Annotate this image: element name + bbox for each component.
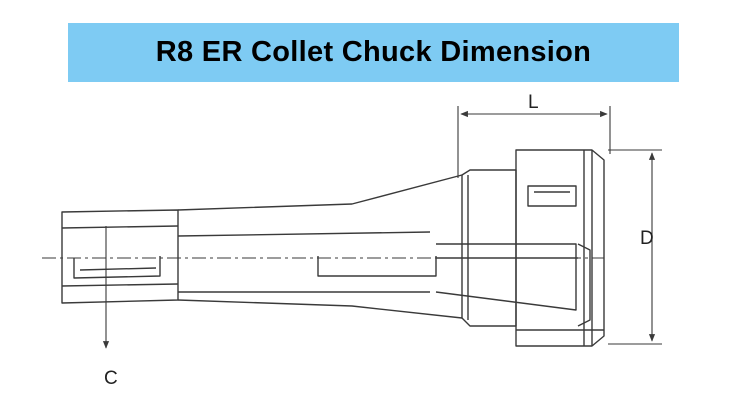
flange	[461, 169, 517, 327]
nut-slot	[527, 185, 577, 207]
shank-keyway	[73, 256, 161, 279]
taper-inner-top	[177, 231, 431, 237]
dimension-diameter	[608, 149, 662, 345]
nut-body	[515, 149, 605, 347]
length-label: L	[528, 92, 539, 113]
taper-body	[177, 174, 463, 319]
keyway-inner	[79, 267, 157, 271]
title-banner: R8 ER Collet Chuck Dimension	[68, 23, 679, 82]
outline	[42, 149, 605, 347]
shank-inner-top	[61, 225, 179, 229]
nut-front-face	[577, 243, 591, 327]
front-cone-bore	[435, 243, 577, 311]
shank-inner-bottom	[61, 283, 179, 287]
shank-label: C	[104, 368, 118, 389]
bore-step	[317, 256, 437, 277]
dimension-length	[457, 106, 611, 178]
page-title: R8 ER Collet Chuck Dimension	[155, 36, 592, 68]
diameter-label: D	[640, 228, 654, 249]
